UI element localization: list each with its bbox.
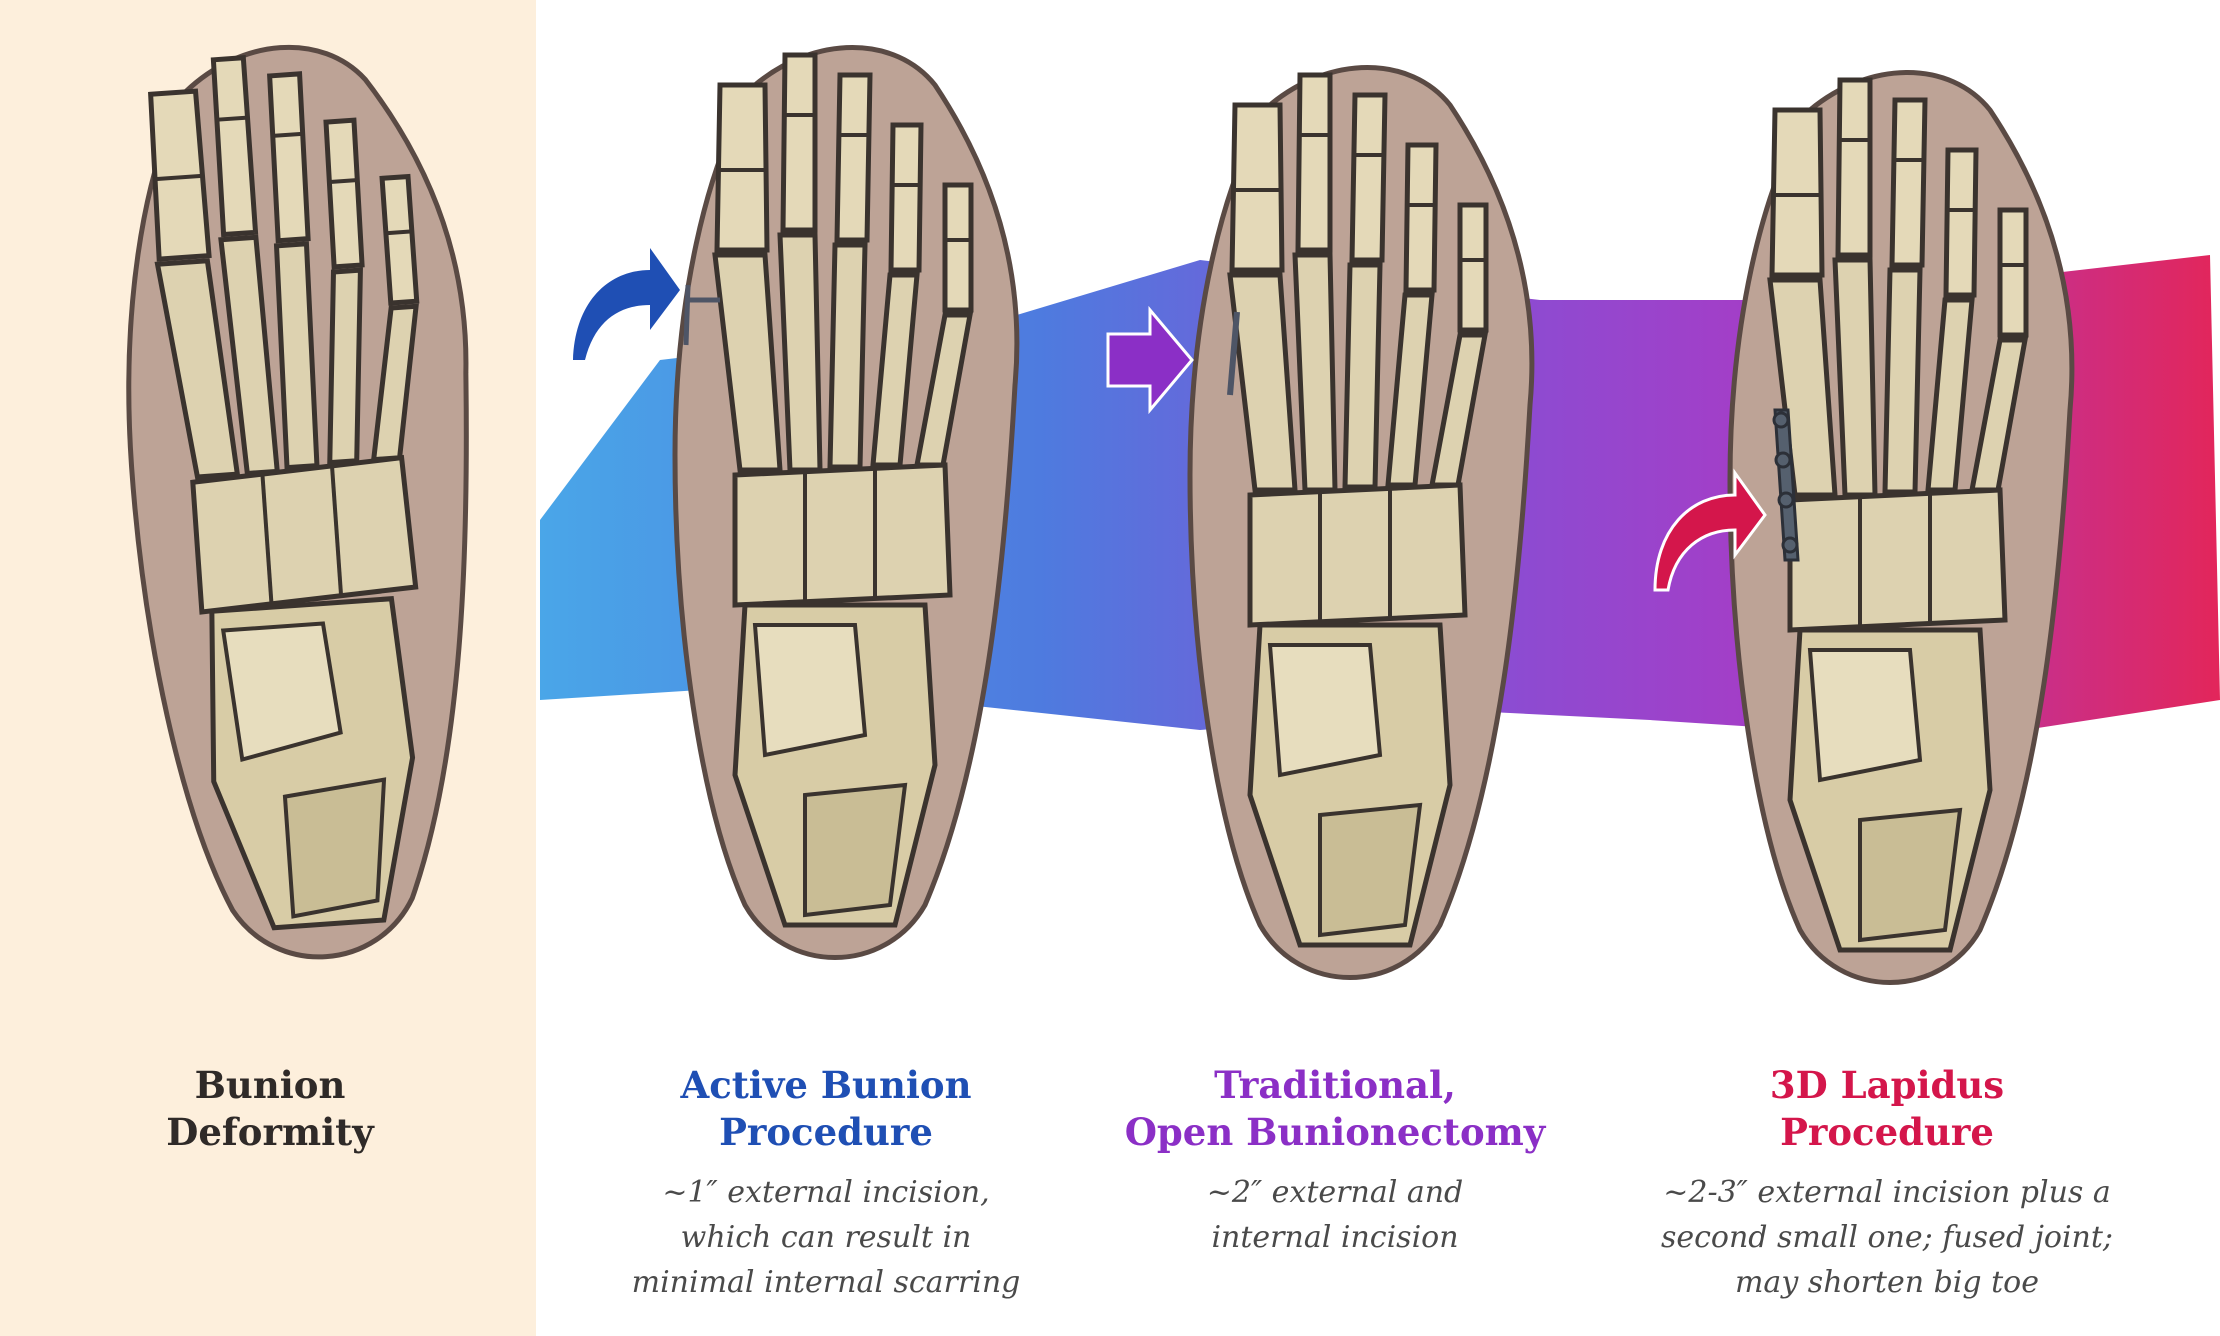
panel-title-bunion-deformity: Bunion Deformity bbox=[166, 1063, 374, 1154]
panel-title-3d-lapidus: 3D Lapidus Procedure bbox=[1769, 1063, 2005, 1154]
panel-title-traditional: Traditional, Open Bunionectomy bbox=[1124, 1063, 1546, 1154]
fixation-screw-active bbox=[683, 284, 720, 346]
curved-arrow-icon bbox=[573, 248, 680, 360]
foot-traditional bbox=[1190, 68, 1532, 978]
panel-desc-3d-lapidus: ~2-3″ external incision plus a second sm… bbox=[1660, 1175, 2114, 1300]
fixation-plate-lapidus bbox=[1772, 408, 1800, 562]
panel-title-active-bunion: Active Bunion Procedure bbox=[680, 1063, 972, 1154]
curved-arrow-icon bbox=[1653, 468, 1767, 592]
foot-bunion-deformity bbox=[103, 36, 508, 968]
panel-desc-active-bunion: ~1″ external incision, which can result … bbox=[631, 1175, 1021, 1300]
foot-active-bunion bbox=[675, 48, 1017, 958]
panel-desc-traditional: ~2″ external and internal incision bbox=[1206, 1175, 1464, 1255]
straight-arrow-icon bbox=[1106, 305, 1194, 415]
fixation-pin-traditional bbox=[1227, 311, 1240, 396]
foot-3d-lapidus bbox=[1730, 73, 2072, 983]
